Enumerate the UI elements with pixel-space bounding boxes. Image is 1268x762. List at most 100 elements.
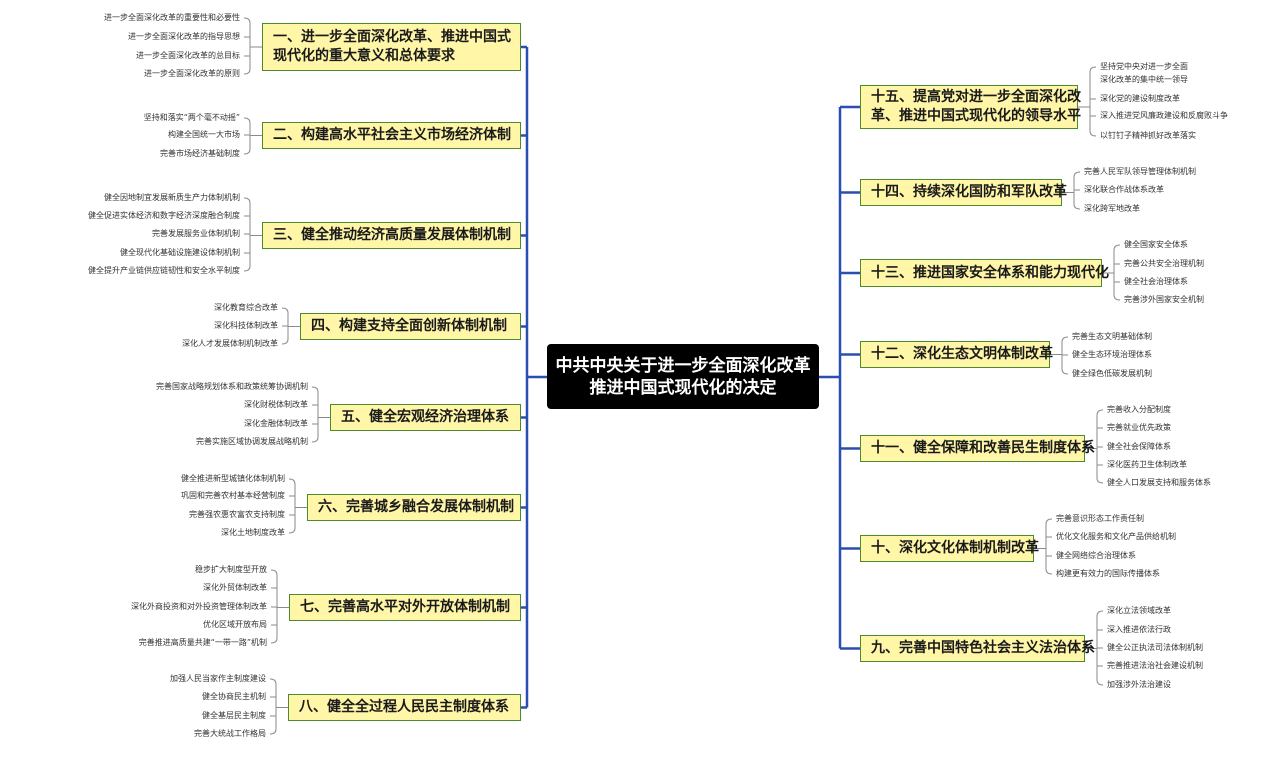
branch-title-line: 十、深化文化体制机制改革 xyxy=(871,540,1039,556)
branch-title-line: 十三、推进国家安全体系和能力现代化 xyxy=(871,264,1109,281)
right-branch-5[interactable]: 十一、健全保障和改善民生制度体系 xyxy=(860,435,1095,462)
center-node[interactable]: 中共中央关于进一步全面深化改革 推进中国式现代化的决定 xyxy=(547,344,819,409)
leaf-item[interactable]: 健全协商民主机制 xyxy=(202,692,266,701)
leaf-item[interactable]: 完善大统战工作格局 xyxy=(194,729,266,738)
branch-title-line: 一、进一步全面深化改革、推进中国式 xyxy=(273,29,511,45)
leaf-item[interactable]: 完善人民军队领导管理体制机制 xyxy=(1084,167,1196,176)
right-branch-4[interactable]: 十二、深化生态文明体制改革 xyxy=(860,341,1053,368)
right-branch-3[interactable]: 十三、推进国家安全体系和能力现代化 xyxy=(860,259,1109,287)
left-branch-5[interactable]: 五、健全宏观经济治理体系 xyxy=(330,404,521,431)
leaf-item[interactable]: 进一步全面深化改革的指导思想 xyxy=(128,32,240,41)
left-branch-7[interactable]: 七、完善高水平对外开放体制机制 xyxy=(289,594,521,621)
branch-title-line: 五、健全宏观经济治理体系 xyxy=(341,409,509,425)
leaf-item[interactable]: 优化文化服务和文化产品供给机制 xyxy=(1056,532,1176,541)
left-branch-8[interactable]: 八、健全全过程人民民主制度体系 xyxy=(288,694,521,721)
leaf-item[interactable]: 深化财税体制改革 xyxy=(244,400,308,409)
leaf-item[interactable]: 完善发展服务业体制机制 xyxy=(152,229,240,238)
right-branch-7[interactable]: 九、完善中国特色社会主义法治体系 xyxy=(860,635,1095,662)
connector-line xyxy=(1089,66,1097,137)
leaf-item[interactable]: 完善公共安全治理机制 xyxy=(1124,259,1204,268)
leaf-item[interactable]: 健全公正执法司法体制机制 xyxy=(1107,643,1203,652)
leaf-item[interactable]: 深化医药卫生体制改革 xyxy=(1107,460,1187,469)
leaf-item[interactable]: 深化外贸体制改革 xyxy=(203,583,267,592)
leaf-item[interactable]: 加强人民当家作主制度建设 xyxy=(170,674,266,683)
left-branch-4[interactable]: 四、构建支持全面创新体制机制 xyxy=(300,313,521,340)
connector-line xyxy=(288,478,296,534)
leaf-item[interactable]: 完善推进高质量共建“一带一路”机制 xyxy=(138,638,267,647)
branch-title-line: 二、构建高水平社会主义市场经济体制 xyxy=(273,127,511,143)
leaf-item[interactable]: 优化区域开放布局 xyxy=(203,620,267,629)
leaf-item[interactable]: 健全人口发展支持和服务体系 xyxy=(1107,478,1211,487)
branch-title-line: 三、健全推动经济高质量发展体制机制 xyxy=(273,227,511,243)
leaf-item[interactable]: 完善意识形态工作责任制 xyxy=(1056,514,1144,523)
left-branch-2[interactable]: 二、构建高水平社会主义市场经济体制 xyxy=(262,122,521,149)
leaf-item[interactable]: 完善市场经济基础制度 xyxy=(160,149,240,158)
leaf-item[interactable]: 进一步全面深化改革的总目标 xyxy=(136,51,240,60)
right-branch-6[interactable]: 十、深化文化体制机制改革 xyxy=(860,535,1039,562)
leaf-item[interactable]: 深化人才发展体制机制改革 xyxy=(182,339,278,348)
leaf-item[interactable]: 健全国家安全体系 xyxy=(1124,240,1188,249)
leaf-item[interactable]: 深化科技体制改革 xyxy=(214,321,278,330)
leaf-item[interactable]: 深化金融体制改革 xyxy=(244,419,308,428)
leaf-item[interactable]: 深化联合作战体系改革 xyxy=(1084,185,1164,194)
leaf-item[interactable]: 健全网络综合治理体系 xyxy=(1056,551,1136,560)
leaf-item[interactable]: 健全社会治理体系 xyxy=(1124,277,1188,286)
connector-line xyxy=(311,386,319,443)
branch-title-line: 十四、持续深化国防和军队改革 xyxy=(871,184,1067,200)
leaf-item[interactable]: 健全推进新型城镇化体制机制 xyxy=(181,474,285,483)
branch-title-line: 四、构建支持全面创新体制机制 xyxy=(311,318,507,334)
leaf-item[interactable]: 完善收入分配制度 xyxy=(1107,405,1171,414)
connector-line xyxy=(1045,518,1053,575)
connector-line xyxy=(269,678,277,735)
leaf-item[interactable]: 深化改革的集中统一领导 xyxy=(1100,75,1188,84)
leaf-item[interactable]: 深化立法领域改革 xyxy=(1107,606,1171,615)
leaf-item[interactable]: 深化跨军地改革 xyxy=(1084,204,1140,213)
leaf-item[interactable]: 进一步全面深化改革的原则 xyxy=(144,69,240,78)
leaf-item[interactable]: 健全促进实体经济和数字经济深度融合制度 xyxy=(88,211,240,220)
leaf-item[interactable]: 稳步扩大制度型开放 xyxy=(195,565,267,574)
center-title-line-2: 推进中国式现代化的决定 xyxy=(589,377,777,398)
leaf-item[interactable]: 深化外商投资和对外投资管理体制改革 xyxy=(131,602,267,611)
leaf-item[interactable]: 巩固和完善农村基本经营制度 xyxy=(181,491,285,500)
leaf-item[interactable]: 健全社会保障体系 xyxy=(1107,442,1171,451)
leaf-item[interactable]: 构建更有效力的国际传播体系 xyxy=(1056,569,1160,578)
leaf-item[interactable]: 完善涉外国家安全机制 xyxy=(1124,295,1204,304)
branch-title-line: 十一、健全保障和改善民生制度体系 xyxy=(871,440,1095,456)
leaf-item[interactable]: 完善强农惠农富农支持制度 xyxy=(189,510,285,519)
connector-line xyxy=(1113,244,1121,301)
leaf-item[interactable]: 完善生态文明基础体制 xyxy=(1072,332,1152,341)
leaf-item[interactable]: 加强涉外法治建设 xyxy=(1107,680,1171,689)
leaf-item[interactable]: 完善推进法治社会建设机制 xyxy=(1107,661,1203,670)
leaf-item[interactable]: 完善实施区域协调发展战略机制 xyxy=(196,437,308,446)
leaf-item[interactable]: 深化教育综合改革 xyxy=(214,303,278,312)
connector-line xyxy=(243,17,251,75)
leaf-item[interactable]: 坚持党中央对进一步全面 xyxy=(1100,62,1188,71)
leaf-item[interactable]: 以钉钉子精神抓好改革落实 xyxy=(1100,131,1196,140)
leaf-item[interactable]: 完善就业优先政策 xyxy=(1107,423,1171,432)
leaf-item[interactable]: 完善国家战略规划体系和政策统筹协调机制 xyxy=(156,382,308,391)
branch-title-line: 八、健全全过程人民民主制度体系 xyxy=(299,699,509,715)
leaf-item[interactable]: 深入推进依法行政 xyxy=(1107,625,1171,634)
leaf-item[interactable]: 深化土地制度改革 xyxy=(221,528,285,537)
left-branch-6[interactable]: 六、完善城乡融合发展体制机制 xyxy=(307,494,521,521)
branch-title-line: 革、推进中国式现代化的领导水平 xyxy=(871,108,1081,124)
branch-title-line: 七、完善高水平对外开放体制机制 xyxy=(300,599,510,615)
leaf-item[interactable]: 构建全国统一大市场 xyxy=(168,130,240,139)
leaf-item[interactable]: 健全因地制宜发展新质生产力体制机制 xyxy=(104,193,240,202)
leaf-item[interactable]: 深入推进党风廉政建设和反腐败斗争 xyxy=(1100,111,1228,120)
leaf-item[interactable]: 健全基层民主制度 xyxy=(202,711,266,720)
connector-line xyxy=(243,117,251,155)
leaf-item[interactable]: 健全现代化基础设施建设体制机制 xyxy=(120,248,240,257)
leaf-item[interactable]: 进一步全面深化改革的重要性和必要性 xyxy=(104,13,240,22)
leaf-item[interactable]: 深化党的建设制度改革 xyxy=(1100,94,1180,103)
leaf-item[interactable]: 健全提升产业链供应链韧性和安全水平制度 xyxy=(88,266,240,275)
branch-title-line: 六、完善城乡融合发展体制机制 xyxy=(318,499,514,515)
left-branch-1[interactable]: 一、进一步全面深化改革、推进中国式现代化的重大意义和总体要求 xyxy=(262,23,521,71)
leaf-item[interactable]: 健全绿色低碳发展机制 xyxy=(1072,369,1152,378)
right-branch-2[interactable]: 十四、持续深化国防和军队改革 xyxy=(860,179,1067,206)
left-branch-3[interactable]: 三、健全推动经济高质量发展体制机制 xyxy=(262,222,521,249)
leaf-item[interactable]: 坚持和落实“两个毫不动摇” xyxy=(143,113,240,122)
right-branch-1[interactable]: 十五、提高党对进一步全面深化改革、推进中国式现代化的领导水平 xyxy=(860,85,1081,129)
leaf-item[interactable]: 健全生态环境治理体系 xyxy=(1072,350,1152,359)
